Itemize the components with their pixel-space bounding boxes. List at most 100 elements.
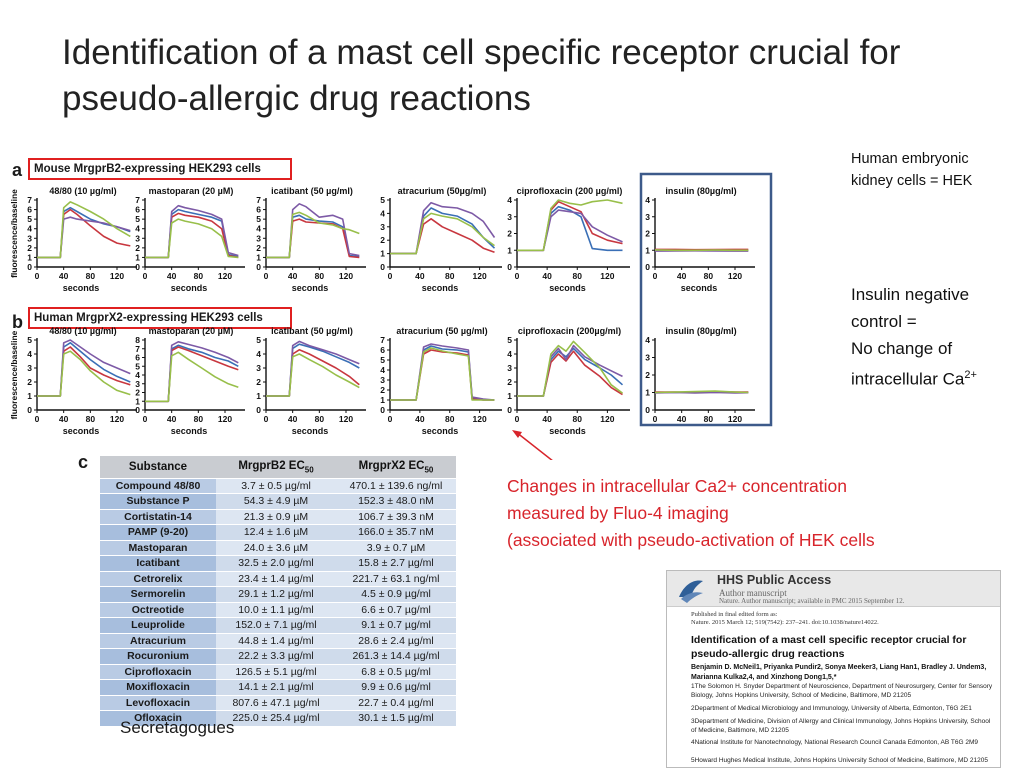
ec50-cell-mrgprx2-ec50: 221.7 ± 63.1 ng/ml — [336, 571, 456, 587]
x-tick-label: 80 — [573, 414, 583, 424]
ec50-cell-mrgprx2-ec50: 166.0 ± 35.7 nM — [336, 524, 456, 541]
series-line — [390, 345, 495, 401]
y-tick-label: 7 — [135, 195, 140, 205]
x-tick-label: 80 — [445, 271, 455, 281]
ec50-header-substance: Substance — [100, 456, 216, 479]
series-line — [517, 350, 623, 397]
ec50-cell-mrgprb2-ec50: 21.3 ± 0.9 µM — [216, 509, 336, 525]
series-line — [517, 200, 623, 252]
y-tick-label: 6 — [27, 205, 32, 215]
y-tick-label: 4 — [27, 349, 32, 359]
ec50-cell-mrgprb2-ec50: 12.4 ± 1.6 µM — [216, 524, 336, 541]
y-tick-label: 1 — [645, 245, 650, 255]
insulin-note: Insulin negative control = No change of … — [851, 281, 977, 393]
series-line — [145, 351, 239, 403]
y-tick-label: 5 — [135, 361, 140, 371]
y-tick-label: 0 — [27, 405, 32, 415]
y-tick-label: 1 — [27, 391, 32, 401]
ec50-cell-mrgprx2-ec50: 3.9 ± 0.7 µM — [336, 540, 456, 556]
hhs-banner: HHS Public Access Author manuscript Natu… — [667, 571, 1000, 607]
series-line — [266, 340, 360, 397]
x-tick-label: 80 — [315, 414, 325, 424]
y-tick-label: 0 — [645, 405, 650, 415]
plot-title: mastoparan (20 µM) — [149, 326, 234, 336]
y-tick-label: 6 — [256, 205, 261, 215]
y-tick-label: 1 — [507, 391, 512, 401]
hek-note-line1: Human embryonic — [851, 151, 969, 167]
plot-title: ciprofloxacin (200 µg/ml) — [517, 186, 623, 196]
y-tick-label: 3 — [256, 233, 261, 243]
ec50-cell-mrgprx2-ec50: 152.3 ± 48.0 nM — [336, 493, 456, 510]
x-tick-label: 80 — [86, 271, 96, 281]
hhs-banner-subtitle: Author manuscript — [719, 588, 787, 598]
ec50-cell-mrgprb2-ec50: 3.7 ± 0.5 µg/ml — [216, 478, 336, 494]
series-line — [390, 207, 496, 255]
y-tick-label: 2 — [27, 243, 32, 253]
paper-title: Identification of a mast cell specific r… — [691, 634, 967, 660]
plot-title: 48/80 (10 µg/ml) — [49, 186, 116, 196]
x-tick-label: 0 — [264, 271, 269, 281]
x-axis-label: seconds — [63, 283, 100, 293]
x-tick-label: 120 — [218, 414, 232, 424]
ec50-cell-mrgprb2-ec50: 807.6 ± 47.1 µg/ml — [216, 695, 336, 711]
y-axis-label: fluorescence/baseline — [9, 330, 19, 419]
ec50-cell-mrgprb2-ec50: 225.0 ± 25.4 µg/ml — [216, 710, 336, 727]
plot-title: ciprofloxacin (200µg/ml) — [518, 326, 621, 336]
plot-title: mastoparan (20 µM) — [149, 186, 234, 196]
hek-note: Human embryonic kidney cells = HEK — [851, 148, 972, 192]
y-tick-label: 2 — [507, 229, 512, 239]
paper-thumbnail: HHS Public Access Author manuscript Natu… — [666, 570, 1001, 768]
x-tick-label: 80 — [315, 271, 325, 281]
x-tick-label: 0 — [515, 414, 520, 424]
ec50-cell-substance: Atracurium — [100, 633, 216, 649]
series-line — [37, 216, 131, 259]
paper-pub-line1: Published in final edited form as: — [691, 611, 778, 618]
insulin-note-line4: intracellular Ca2+ — [851, 362, 977, 393]
y-tick-label: 3 — [27, 233, 32, 243]
ec50-cell-substance: Mastoparan — [100, 540, 216, 556]
ec50-cell-substance: Sermorelin — [100, 586, 216, 603]
hhs-eagle-logo-icon — [679, 580, 703, 603]
y-tick-label: 0 — [380, 405, 385, 415]
series-line — [266, 348, 360, 397]
x-tick-label: 120 — [473, 414, 487, 424]
y-tick-label: 3 — [507, 363, 512, 373]
calcium-annotation-line1: Changes in intracellular Ca2+ concentrat… — [507, 476, 847, 496]
calcium-annotation-line2: measured by Fluo-4 imaging — [507, 503, 729, 523]
x-tick-label: 40 — [288, 271, 298, 281]
ec50-cell-mrgprb2-ec50: 126.5 ± 5.1 µg/ml — [216, 664, 336, 680]
x-tick-label: 0 — [35, 414, 40, 424]
insulin-note-line1: Insulin negative — [851, 285, 970, 304]
x-tick-label: 40 — [542, 414, 552, 424]
y-tick-label: 6 — [380, 345, 385, 355]
x-axis-label: seconds — [292, 283, 329, 293]
y-tick-label: 4 — [27, 224, 32, 234]
y-tick-label: 7 — [380, 335, 385, 345]
mouse-cell-label: Mouse MrgprB2-expressing HEK293 cells — [28, 158, 292, 180]
y-tick-label: 3 — [135, 233, 140, 243]
ec50-cell-mrgprb2-ec50: 44.8 ± 1.4 µg/ml — [216, 633, 336, 649]
plot-title: atracurium (50µg/ml) — [398, 186, 487, 196]
y-tick-label: 1 — [135, 252, 140, 262]
x-tick-label: 0 — [653, 271, 658, 281]
x-tick-label: 40 — [677, 271, 687, 281]
hhs-banner-availability: Nature. Author manuscript; available in … — [719, 597, 905, 605]
series-line — [37, 206, 131, 259]
ec50-cell-substance: Ofloxacin — [100, 710, 216, 727]
ec50-cell-mrgprx2-ec50: 15.8 ± 2.7 µg/ml — [336, 555, 456, 572]
x-tick-label: 120 — [473, 271, 487, 281]
ec50-cell-substance: Cetrorelix — [100, 571, 216, 587]
ec50-cell-mrgprx2-ec50: 470.1 ± 139.6 ng/ml — [336, 478, 456, 494]
ec50-cell-mrgprb2-ec50: 152.0 ± 7.1 µg/ml — [216, 617, 336, 634]
series-line — [145, 340, 239, 403]
y-tick-label: 1 — [27, 252, 32, 262]
x-tick-label: 0 — [388, 414, 393, 424]
x-tick-label: 40 — [542, 271, 552, 281]
